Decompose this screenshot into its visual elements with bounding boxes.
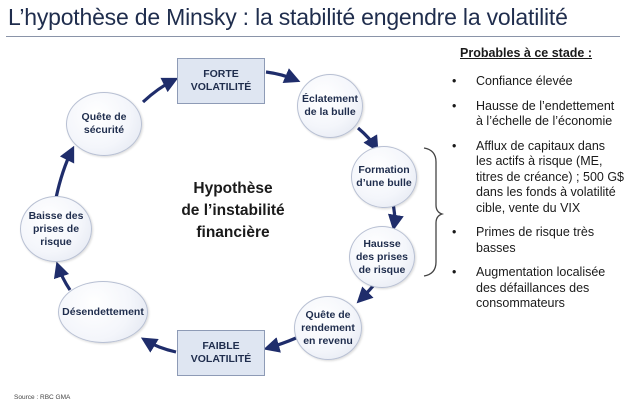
arrow-desendettement-to-baisse [53,261,72,291]
list-item: •Augmentation localisée des défaillances… [452,265,606,310]
bullet-icon: • [452,225,457,239]
list-item: •Hausse de l’endettement à l’échelle de … [452,98,615,129]
bullet-icon: • [452,138,457,153]
arrow-baisse-to-quete-securite [54,145,75,199]
bullet-icon: • [452,74,457,88]
source-note: Source : RBC GMA [14,394,71,401]
bracket [423,147,445,277]
arrow-quete-rendement-to-faible [263,336,297,353]
arrow-forte-to-eclatement [265,68,301,83]
list-item: •Primes de risque très basses [452,225,595,255]
arrow-eclatement-to-formation [356,126,379,153]
right-panel-heading: Probables à ce stade : [460,46,593,60]
arrow-faible-to-desendettement [140,337,177,354]
list-item: •Confiance élevée [452,74,573,88]
center-label: Hypothèse de l’instabilité financière [181,180,285,241]
right-panel-list: •Confiance élevée •Hausse de l’endetteme… [452,74,624,321]
bullet-icon: • [452,265,457,279]
arrow-quete-securite-to-forte [141,77,179,104]
title-divider [6,36,620,37]
bullet-icon: • [452,98,457,113]
node-desendettement: Désendettement [58,281,148,343]
page-title: L’hypothèse de Minsky : la stabilité eng… [8,4,568,30]
list-item: •Afflux de capitaux dans les actifs à ri… [452,138,624,215]
